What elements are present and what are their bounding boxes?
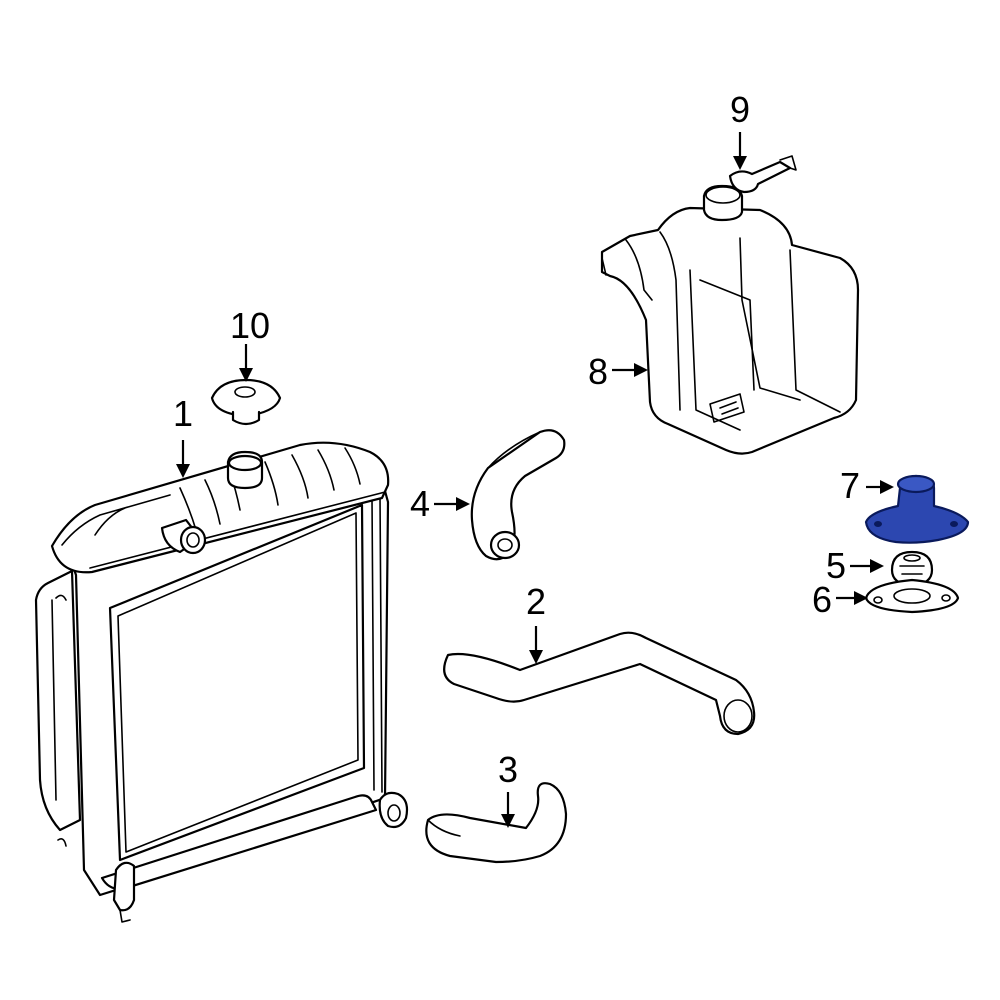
upper-hose — [443, 631, 756, 736]
callout-label-9: 9 — [730, 89, 750, 130]
callout-label-3: 3 — [498, 749, 518, 790]
lower-hose — [425, 782, 568, 864]
thermostat-housing — [864, 474, 970, 544]
callout-label-10: 10 — [230, 305, 270, 346]
bypass-hose — [470, 429, 566, 561]
reservoir-cap — [728, 155, 797, 194]
radiator — [34, 441, 409, 923]
callout-label-7: 7 — [840, 465, 860, 506]
callout-label-2: 2 — [526, 581, 546, 622]
callout-label-6: 6 — [812, 579, 832, 620]
callout-label-1: 1 — [173, 393, 193, 434]
callout-label-5: 5 — [826, 545, 846, 586]
callout-label-4: 4 — [410, 483, 430, 524]
gasket — [864, 578, 960, 614]
callout-labels: 1 2 3 4 5 6 7 8 9 10 — [173, 89, 860, 790]
callout-arrows — [176, 132, 894, 828]
radiator-cap — [210, 378, 282, 426]
reservoir-tank — [600, 184, 860, 455]
callout-label-8: 8 — [588, 351, 608, 392]
